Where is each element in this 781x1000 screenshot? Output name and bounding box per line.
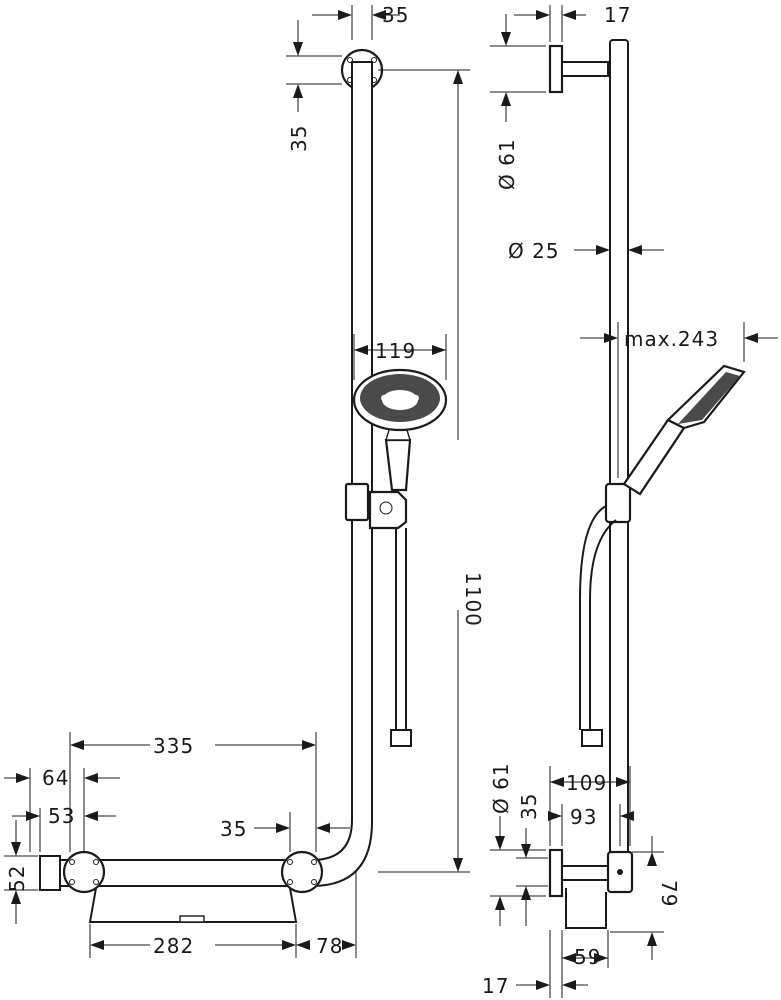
side-bottom-bracket [548,848,634,929]
dim-head-diameter: 119 [375,339,416,363]
dim-side-bottom-inner: 93 [570,805,597,829]
dim-side-bottom-height: 35 [517,793,541,820]
dim-side-bottom-79: 79 [657,880,681,907]
front-view: 35 35 1100 119 335 [4,3,485,958]
side-top-bracket [548,44,609,94]
rail-end-cap [39,855,61,891]
vertical-rail [59,61,373,887]
side-rail [609,39,629,861]
bottom-left-bracket [62,850,106,894]
dim-bottom-end-offset: 64 [42,766,69,790]
dim-side-max-projection: max.243 [624,327,719,351]
dim-rail-length: 1100 [461,572,485,627]
bottom-right-bracket [280,850,324,894]
slider [344,482,408,530]
dim-bottom-span: 335 [153,734,194,758]
dim-bottom-end-height: 52 [5,865,29,892]
dim-side-bottom-59: 59 [574,945,601,969]
dim-side-rail-diameter: Ø 25 [508,239,560,263]
side-hand-shower [622,364,746,496]
dim-bottom-bracket-width: 35 [220,817,247,841]
dim-top-height: 35 [287,125,311,152]
dim-side-top-depth: 17 [604,3,631,27]
shower-hose [390,528,412,747]
side-slider [604,482,632,524]
dim-bottom-end-inner: 53 [48,804,75,828]
shelf [88,887,298,923]
dim-side-bottom-depth: 109 [566,771,607,795]
dim-top-width: 35 [382,3,409,27]
dim-side-bottom-17: 17 [482,974,509,998]
side-view: 17 Ø 61 Ø 25 max.243 109 [482,3,778,998]
side-hose [579,505,617,747]
dim-shelf-offset: 78 [316,934,343,958]
dim-side-bottom-diameter: Ø 61 [489,762,513,814]
dim-side-top-diameter: Ø 61 [495,138,519,190]
dim-shelf-length: 282 [153,934,194,958]
hand-shower [352,368,448,492]
